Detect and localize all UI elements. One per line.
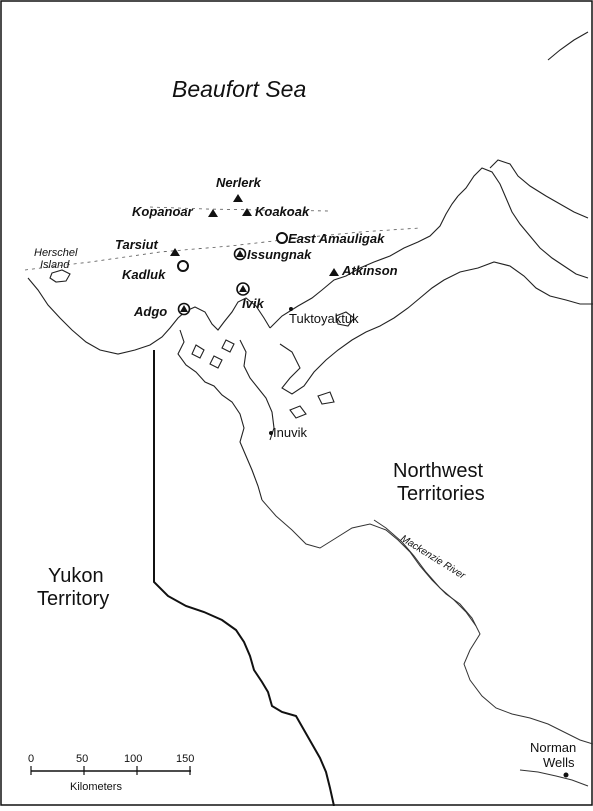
- site-label-adgo: Adgo: [133, 304, 167, 319]
- adgo-triangle-icon: [180, 305, 188, 312]
- lowland-lake-1: [289, 405, 307, 419]
- kopanoar-triangle-icon: [208, 209, 218, 217]
- site-label-tarsiut: Tarsiut: [115, 237, 159, 252]
- town-label-inuvik: Inuvik: [273, 425, 307, 440]
- yukon-label-line1: Yukon: [48, 565, 104, 587]
- nerlerk-triangle-icon: [233, 194, 243, 202]
- kadluk-circle-icon: [177, 260, 189, 272]
- mackenzie-river-label: Mackenzie River: [398, 533, 467, 582]
- site-label-ivik: Ivik: [242, 296, 264, 311]
- yukon-label-line2: Territory: [37, 588, 109, 610]
- site-label-issungnak: Issungnak: [247, 247, 312, 262]
- scale-label-50: 50: [76, 753, 88, 765]
- scale-bar: 0 50 100 150 Kilometers: [28, 753, 194, 793]
- mackenzie-river-line: [261, 499, 593, 745]
- site-label-kopanoar: Kopanoar: [132, 204, 194, 219]
- coastline-west: [27, 277, 271, 355]
- scale-label-100: 100: [124, 753, 142, 765]
- atkinson-triangle-icon: [329, 268, 339, 276]
- town-label-tuktoyaktuk: Tuktoyaktuk: [289, 311, 359, 326]
- herschel-label-line1: Herschel: [34, 247, 78, 259]
- delta-channel-west: [177, 329, 263, 501]
- herschel-island-shape: [49, 269, 71, 283]
- norman-wells-dot-icon: [563, 772, 569, 778]
- nwt-label-line2: Territories: [397, 483, 485, 505]
- site-label-koakoak: Koakoak: [255, 204, 310, 219]
- nwt-label-line1: Northwest: [393, 460, 483, 482]
- yukon-nwt-border: [153, 350, 335, 807]
- town-label-norman: Norman: [530, 740, 576, 755]
- issungnak-triangle-icon: [236, 250, 244, 257]
- scale-label-0: 0: [28, 753, 34, 765]
- herschel-label-line2: Island: [40, 259, 70, 271]
- delta-channel-east: [239, 339, 275, 441]
- east-amauligak-circle-icon: [276, 232, 288, 244]
- inuvik-dot-icon: [269, 431, 273, 435]
- ivik-triangle-icon: [239, 285, 247, 292]
- tuktoyaktuk-peninsula: [269, 195, 459, 329]
- northeast-headland: [547, 31, 589, 61]
- site-label-kadluk: Kadluk: [122, 267, 166, 282]
- coastline-inlet: [279, 261, 593, 395]
- tuktoyaktuk-dot-icon: [289, 307, 293, 311]
- koakoak-triangle-icon: [242, 208, 252, 216]
- scale-unit-label: Kilometers: [70, 781, 122, 793]
- site-label-east-amauligak: East Amauligak: [288, 231, 385, 246]
- cape-bathurst-coast: [457, 167, 589, 279]
- mackenzie-river-bank: [373, 519, 477, 627]
- coastline-island-small: [335, 311, 355, 327]
- delta-islands: [191, 339, 235, 369]
- offshore-dashed-line-lower: [24, 227, 421, 271]
- northeast-coast: [489, 159, 589, 219]
- town-label-wells: Wells: [543, 755, 575, 770]
- beaufort-sea-label: Beaufort Sea: [172, 76, 306, 102]
- scale-label-150: 150: [176, 753, 194, 765]
- site-label-atkinson: Atkinson: [341, 263, 398, 278]
- lowland-lake-2: [317, 391, 335, 405]
- site-label-nerlerk: Nerlerk: [216, 175, 262, 190]
- tarsiut-triangle-icon: [170, 248, 180, 256]
- norman-wells-shore: [519, 769, 589, 787]
